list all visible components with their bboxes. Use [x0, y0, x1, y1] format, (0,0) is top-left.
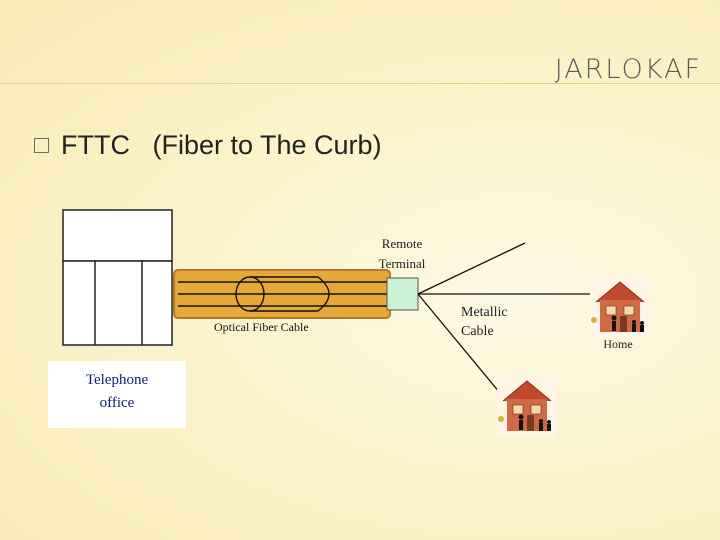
metallic-label-line2: Cable — [461, 324, 494, 339]
telephone-office-label: Telephone office — [48, 361, 186, 428]
optical-fiber-cable: Optical Fiber Cable — [173, 269, 391, 334]
bullet-square-icon — [34, 138, 49, 153]
metallic-cables — [417, 242, 590, 394]
bullet-text: FTTC (Fiber to The Curb) — [61, 130, 382, 160]
remote-terminal-line1: Remote — [382, 236, 423, 251]
home-icon — [590, 278, 650, 338]
bullet-item: FTTC (Fiber to The Curb) — [34, 130, 382, 161]
brand-title: JARLOKAF — [554, 54, 702, 85]
central-office-building — [62, 209, 173, 346]
home-icon — [497, 377, 557, 437]
home-label: Home — [603, 337, 632, 351]
remote-terminal-line2: Terminal — [379, 256, 426, 271]
metallic-label-line1: Metallic — [461, 305, 508, 320]
header-divider — [0, 83, 720, 84]
optical-fiber-label: Optical Fiber Cable — [214, 320, 309, 334]
remote-terminal: Remote Terminal — [379, 236, 426, 311]
telephone-office-line2: office — [100, 395, 135, 411]
telephone-office-line1: Telephone — [86, 372, 149, 388]
